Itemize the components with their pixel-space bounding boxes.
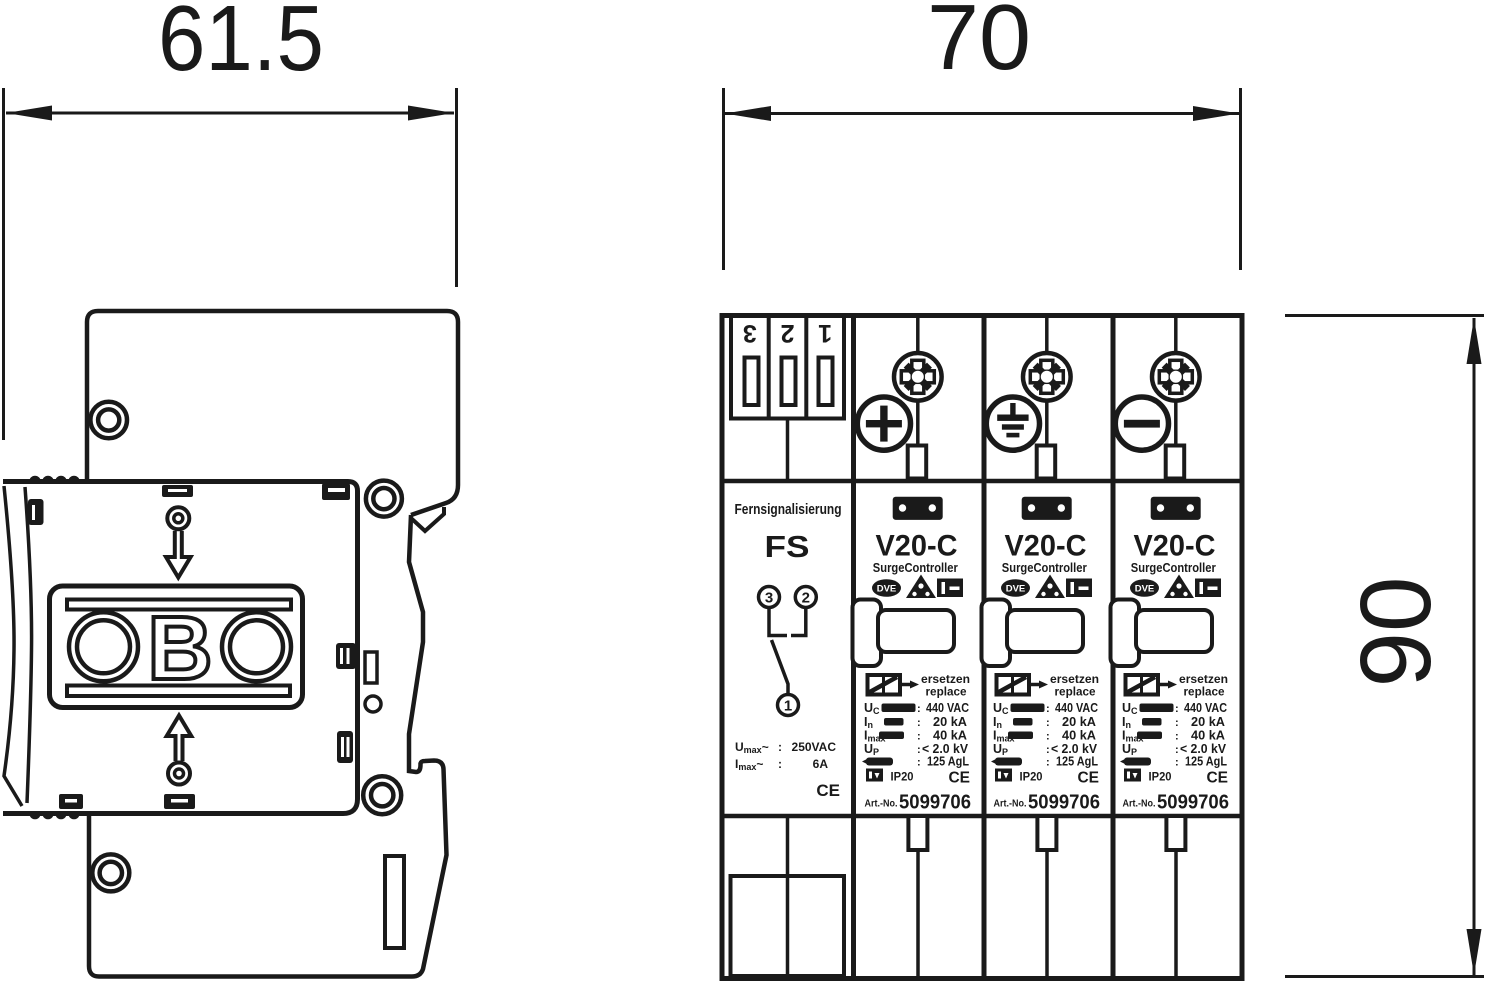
svg-text:IP20: IP20 bbox=[891, 770, 914, 784]
svg-text:SurgeController: SurgeController bbox=[873, 560, 958, 575]
svg-text:V20-C: V20-C bbox=[876, 530, 958, 563]
svg-text::: : bbox=[917, 703, 921, 715]
svg-text:Fernsignalisierung: Fernsignalisierung bbox=[735, 501, 842, 518]
svg-text:20 kA: 20 kA bbox=[933, 715, 967, 729]
svg-text:< 2.0 kV: < 2.0 kV bbox=[922, 742, 969, 756]
svg-text:2: 2 bbox=[781, 319, 795, 347]
svg-text:replace: replace bbox=[926, 687, 967, 699]
svg-text:3: 3 bbox=[743, 319, 757, 347]
svg-text:3: 3 bbox=[765, 590, 773, 607]
svg-text::: : bbox=[917, 744, 921, 756]
svg-text::: : bbox=[917, 717, 921, 729]
svg-text::: : bbox=[778, 740, 782, 754]
svg-text:440 VAC: 440 VAC bbox=[926, 701, 969, 715]
svg-text:ersetzen: ersetzen bbox=[921, 674, 970, 686]
svg-text:Art.-No.: Art.-No. bbox=[865, 799, 898, 810]
svg-text:250VAC: 250VAC bbox=[792, 740, 837, 754]
svg-text:2: 2 bbox=[802, 590, 810, 607]
svg-text::: : bbox=[917, 731, 921, 743]
svg-text:CE: CE bbox=[948, 770, 970, 787]
svg-text::: : bbox=[778, 757, 782, 771]
svg-text:CE: CE bbox=[816, 781, 840, 800]
svg-text:125 AgL: 125 AgL bbox=[927, 755, 969, 769]
svg-text:DVE: DVE bbox=[877, 584, 897, 595]
svg-text:In: In bbox=[864, 715, 873, 730]
svg-text:40 kA: 40 kA bbox=[933, 729, 967, 743]
svg-text:70: 70 bbox=[927, 0, 1031, 89]
svg-text:5099706: 5099706 bbox=[899, 792, 971, 814]
svg-text:6A: 6A bbox=[813, 757, 829, 771]
svg-text:61.5: 61.5 bbox=[158, 0, 324, 90]
svg-text:1: 1 bbox=[784, 698, 792, 715]
svg-text:1: 1 bbox=[818, 319, 832, 347]
svg-text::: : bbox=[917, 757, 921, 769]
svg-text:FS: FS bbox=[765, 529, 810, 564]
svg-text:B: B bbox=[148, 599, 213, 699]
svg-text:90: 90 bbox=[1340, 577, 1452, 688]
